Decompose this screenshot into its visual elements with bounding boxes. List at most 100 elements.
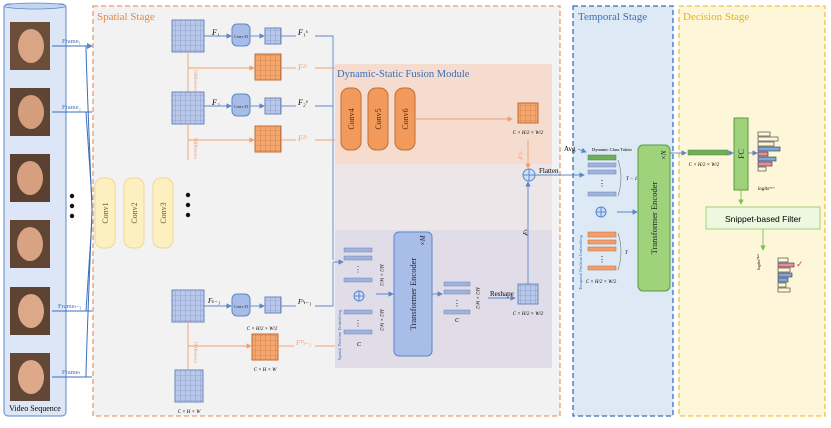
svg-text:C × H × W: C × H × W	[254, 368, 278, 373]
svg-text:F₂ˢ: F₂ˢ	[297, 98, 308, 107]
conv4-block	[340, 87, 362, 151]
video-sequence-caption: Video Sequence	[9, 404, 61, 413]
branches-ellipsis	[185, 192, 191, 218]
svg-text:Flatten: Flatten	[539, 167, 559, 175]
svg-text:Transformer Encoder: Transformer Encoder	[649, 182, 659, 255]
svg-text:F₁ˢ: F₁ˢ	[297, 28, 308, 37]
svg-text:Spatial Position Embedding: Spatial Position Embedding	[337, 309, 342, 360]
svg-text:Fₜ₋₁: Fₜ₋₁	[207, 297, 220, 305]
frame-thumbnails	[10, 22, 50, 401]
temporal-stage-title: Temporal Stage	[578, 11, 647, 23]
diff-cube-2	[254, 125, 282, 153]
svg-text:⋮: ⋮	[598, 255, 606, 264]
conv5-block	[367, 87, 389, 151]
diff-cube-1	[254, 53, 282, 81]
temporal-token-stack: ⋮ ⋮	[587, 154, 617, 271]
svg-text:⋮: ⋮	[598, 179, 606, 188]
svg-text:H/2 × W/2: H/2 × W/2	[474, 286, 479, 309]
svg-text:C × H/2 × W/2: C × H/2 × W/2	[586, 280, 617, 285]
frames-ellipsis	[69, 193, 75, 219]
svg-text:Conv5: Conv5	[374, 108, 383, 129]
final-logits-bars	[777, 257, 795, 293]
svg-text:⋮: ⋮	[453, 299, 461, 308]
svg-text:Conv-D: Conv-D	[234, 34, 249, 39]
raw-logits-bars	[757, 131, 781, 172]
diff-cube-t	[251, 333, 279, 361]
feature-cube-t	[174, 369, 204, 403]
svg-text:C × H/2 × W/2: C × H/2 × W/2	[513, 312, 544, 317]
svg-text:Difference: Difference	[192, 70, 197, 92]
svg-text:⋮: ⋮	[354, 319, 362, 328]
feature-cube-2	[171, 91, 205, 125]
svg-text:C × H/2 × W/2: C × H/2 × W/2	[689, 163, 720, 168]
class-token-output	[687, 149, 729, 156]
svg-text:Conv-D: Conv-D	[234, 304, 249, 309]
spatial-token-stack: ⋮ ⋮	[343, 247, 373, 335]
convd-block-t	[231, 293, 251, 317]
svg-text:Conv2: Conv2	[130, 202, 139, 223]
convd-block-1	[231, 23, 251, 47]
svg-text:C × H/2 × W/2: C × H/2 × W/2	[247, 327, 278, 332]
svg-text:Difference: Difference	[192, 138, 197, 160]
svg-text:Fˢ: Fˢ	[521, 228, 531, 238]
dynamic-conv-blocks: Conv4 Conv5 Conv6	[340, 87, 416, 151]
conv1-block	[94, 177, 116, 249]
temporal-transformer-encoder	[637, 144, 671, 292]
feature-cube-1	[171, 19, 205, 53]
convd-block-2	[231, 93, 251, 117]
fusion-module-title: Dynamic-Static Fusion Module	[337, 69, 470, 80]
frame-label-t: Frameₜ	[62, 369, 81, 376]
svg-text:Dynamic Class Token: Dynamic Class Token	[592, 147, 632, 152]
svg-text:Snippet-based Filter: Snippet-based Filter	[725, 214, 801, 224]
svg-text:Difference: Difference	[192, 342, 197, 364]
svg-text:T − 1: T − 1	[626, 177, 637, 182]
spatial-stage-title: Spatial Stage	[97, 11, 155, 23]
svg-text:Fᴰ: Fᴰ	[297, 63, 307, 72]
svg-text:Fᴰ: Fᴰ	[516, 150, 527, 161]
branch-2: Conv-D F₂ F₂ˢ Fᴰ Difference	[171, 91, 335, 160]
svg-text:⋮: ⋮	[354, 265, 362, 274]
static-feature-cube	[517, 283, 539, 305]
frame-label-1: Frame₁	[62, 38, 81, 45]
check-icon: ✓	[796, 259, 804, 269]
svg-text:Fᴰₜ₋₁: Fᴰₜ₋₁	[295, 339, 312, 347]
svg-text:F₁: F₁	[211, 28, 220, 37]
svg-text:Temporal Position Embedding: Temporal Position Embedding	[578, 234, 583, 290]
svg-text:H/2 × W/2: H/2 × W/2	[378, 308, 383, 331]
svg-text:H/2 × W/2: H/2 × W/2	[378, 263, 383, 286]
svg-text:×M: ×M	[419, 234, 427, 246]
svg-text:T: T	[625, 251, 629, 256]
svg-text:C: C	[357, 342, 362, 348]
branch-t-minus-1: Conv-D Fₜ₋₁ Fˢₜ₋₁ Fᴰₜ₋₁ C × H/2 × W/2 C …	[171, 262, 335, 415]
svg-text:Conv-D: Conv-D	[234, 104, 249, 109]
shared-conv-blocks: Conv1 Conv2 Conv3	[94, 177, 174, 249]
feature-cube-t-minus-1	[171, 289, 205, 323]
svg-text:C: C	[455, 318, 460, 324]
svg-text:Conv4: Conv4	[347, 108, 356, 129]
svg-text:Conv6: Conv6	[401, 108, 410, 129]
decision-stage-title: Decision Stage	[683, 11, 749, 23]
svg-text:Transformer Encoder: Transformer Encoder	[408, 258, 418, 331]
svg-text:logitsᶠⁱⁿᵃˡ: logitsᶠⁱⁿᵃˡ	[756, 254, 761, 270]
conv3-block	[152, 177, 174, 249]
frame-label-2: Frame₂	[62, 104, 81, 111]
svg-text:Fˢₜ₋₁: Fˢₜ₋₁	[297, 298, 312, 306]
svg-text:Reshape: Reshape	[490, 290, 514, 298]
dynamic-class-token	[587, 154, 617, 161]
frame-label-t-minus-1: Frameₜ₋₁	[58, 303, 82, 310]
svg-text:F₂: F₂	[211, 98, 220, 107]
svg-text:Avg: Avg	[564, 145, 576, 153]
svg-text:Conv1: Conv1	[101, 202, 110, 223]
branch-1: Conv-D F₁ F₁ˢ Fᴰ Difference	[171, 19, 335, 260]
conv2-block	[123, 177, 145, 249]
svg-text:FC: FC	[737, 149, 746, 159]
spatial-output-tokens: ⋮	[443, 281, 471, 315]
svg-text:logitsʳᵃʷ: logitsʳᵃʷ	[758, 187, 775, 192]
svg-text:×N: ×N	[660, 150, 668, 160]
svg-text:Conv3: Conv3	[159, 202, 168, 223]
dynamic-feature-cube	[517, 102, 539, 124]
svg-text:C × H × W: C × H × W	[178, 410, 202, 415]
svg-text:Fᴰ: Fᴰ	[297, 134, 307, 143]
svg-text:C × H/2 × W/2: C × H/2 × W/2	[513, 131, 544, 136]
